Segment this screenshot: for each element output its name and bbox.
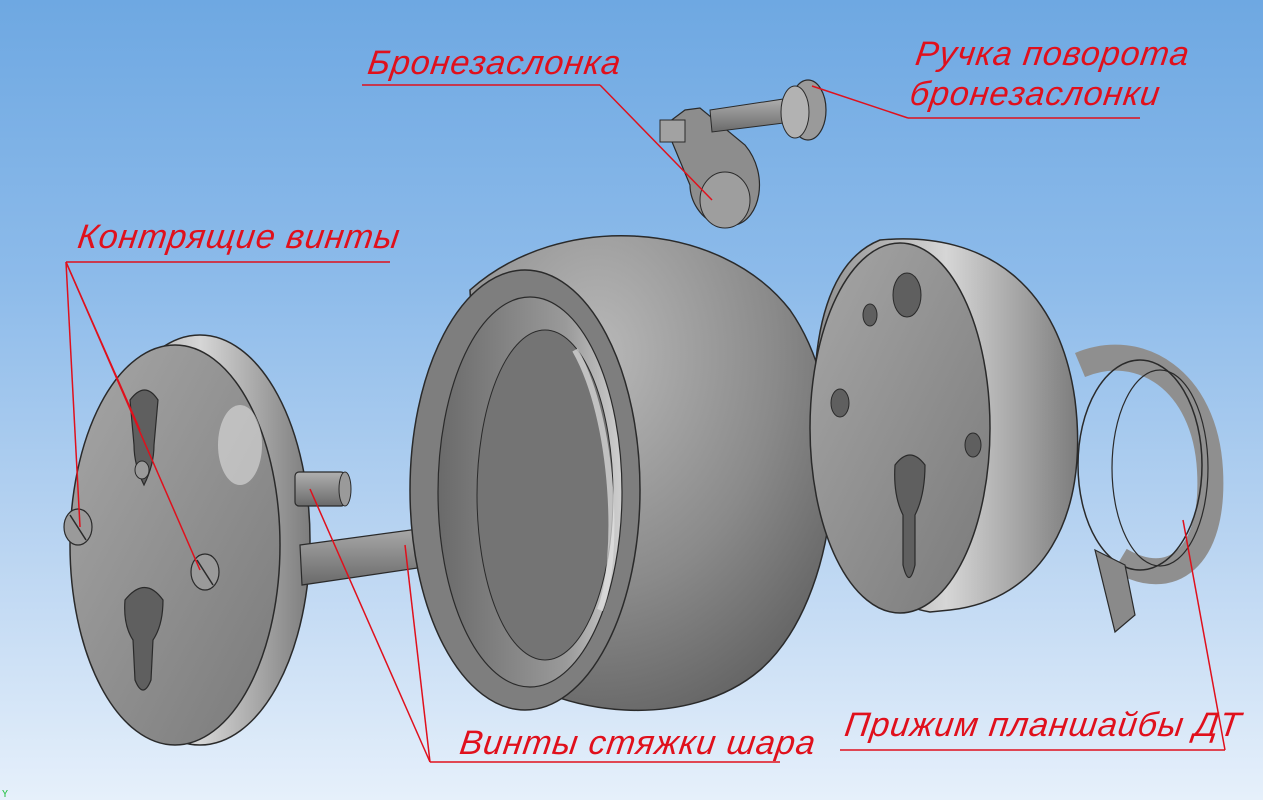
leader-lines bbox=[65, 84, 1226, 763]
label-shutter-handle: Ручка поворота бронезаслонки bbox=[907, 34, 1193, 114]
ball-housing bbox=[409, 235, 834, 712]
armor-shutter-assembly bbox=[659, 79, 827, 229]
label-lock-screws: Контрящие винты bbox=[75, 218, 403, 256]
right-flange bbox=[809, 238, 1079, 614]
label-shutter-handle-line1: Ручка поворота bbox=[913, 35, 1193, 73]
label-armor-shutter: Бронезаслонка bbox=[365, 44, 624, 82]
label-shutter-handle-line2: бронезаслонки bbox=[907, 75, 1164, 113]
left-flange bbox=[63, 334, 311, 746]
label-ball-screws: Винты стяжки шара bbox=[457, 724, 819, 762]
faceplate-clamp-ring bbox=[1075, 344, 1224, 634]
label-faceplate-clamp: Прижим планшайбы ДТ bbox=[842, 706, 1245, 744]
axis-y-glyph: Y bbox=[2, 789, 9, 800]
